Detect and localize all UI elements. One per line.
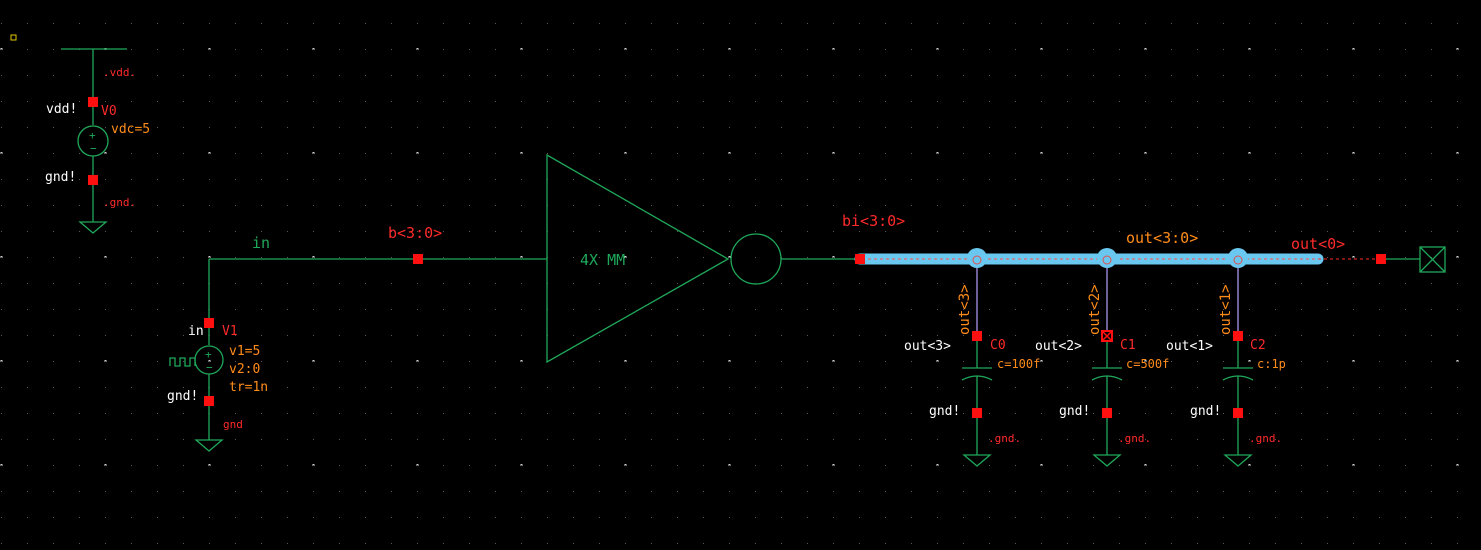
c2-gnd-term: .gnd. [1249,432,1282,445]
origin-marker [10,34,17,41]
minus-icon: − [90,142,97,155]
v1-bottom-net: gnd! [167,389,198,404]
v1-top-pin[interactable] [204,318,214,328]
v0-param: vdc=5 [111,122,150,137]
out0-wire[interactable]: out<0> [1291,235,1420,264]
input-wire[interactable]: in b<3:0> [209,224,547,264]
v1-pulse-source[interactable]: + − in V1 v1=5 v2:0 tr=1n gnd! gnd [167,259,268,452]
output-bus[interactable]: bi<3:0> out<3:0> [842,212,1324,268]
capacitor-c0[interactable]: out<3> out<3> C0 c=100f gnd! .gnd. [904,268,1040,467]
capacitor-c2[interactable]: out<1> out<1> C2 c:1p gnd! .gnd. [1166,268,1286,467]
v1-top-net: in [188,324,204,339]
c2-net-label: out<1> [1166,339,1213,354]
c1-value: c=500f [1126,357,1169,371]
v0-bottom-net: gnd! [45,170,76,185]
c0-gnd-term: .gnd. [988,432,1021,445]
c1-name: C1 [1120,338,1136,353]
grid-dots [0,23,1459,544]
plus-icon: + [205,348,212,361]
c1-top-pin[interactable] [1101,330,1113,342]
inverter-label: 4X MM [580,251,625,269]
minus-icon: − [206,361,213,374]
v0-top-net: vdd! [46,102,77,117]
v1-name: V1 [222,324,238,339]
input-bus-pin[interactable] [413,254,423,264]
v0-top-term: .vdd. [103,66,136,79]
c1-tap-label: out<2> [1087,284,1103,335]
bus-start-pin[interactable] [855,254,865,264]
c1-net-label: out<2> [1035,339,1082,354]
v1-param-1: v1=5 [229,344,260,359]
ground-icon [1092,454,1122,467]
v0-bottom-pin[interactable] [88,175,98,185]
out-bus-label: out<3:0> [1126,229,1198,247]
c2-bottom-pin[interactable] [1233,408,1243,418]
c2-top-pin[interactable] [1233,331,1243,341]
c2-tap-label: out<1> [1218,284,1234,335]
c0-name: C0 [990,338,1006,353]
c0-tap-label: out<3> [957,284,973,335]
c1-gnd-net: gnd! [1059,404,1090,419]
inverter-symbol[interactable]: 4X MM [546,153,858,364]
ground-icon [962,454,992,467]
capacitor-c1[interactable]: out<2> out<2> C1 c=500f gnd! .gnd. [1035,268,1169,467]
c0-value: c=100f [997,357,1040,371]
input-net-label: in [252,234,270,252]
v1-param-3: tr=1n [229,380,268,395]
c2-value: c:1p [1257,357,1286,371]
c0-gnd-net: gnd! [929,404,960,419]
output-terminal-icon[interactable] [1419,246,1446,273]
c1-gnd-term: .gnd. [1118,432,1151,445]
v1-bottom-term: gnd [223,418,243,431]
ground-icon [78,221,108,234]
v0-name: V0 [101,104,117,119]
v0-dc-source[interactable]: + − .vdd. vdd! V0 vdc=5 gnd! .gnd. [45,48,150,234]
out0-label: out<0> [1291,235,1345,253]
c2-gnd-net: gnd! [1190,404,1221,419]
c0-bottom-pin[interactable] [972,408,982,418]
c0-top-pin[interactable] [972,331,982,341]
ground-icon [194,439,224,452]
c0-net-label: out<3> [904,339,951,354]
out0-pin[interactable] [1376,254,1386,264]
v1-bottom-pin[interactable] [204,396,214,406]
bus-tap-0[interactable] [967,248,987,268]
v0-bottom-term: .gnd. [103,196,136,209]
ground-icon [1223,454,1253,467]
pulse-wave-icon [169,357,196,367]
v0-top-pin[interactable] [88,97,98,107]
bus-tap-2[interactable] [1228,248,1248,268]
c1-bottom-pin[interactable] [1102,408,1112,418]
v1-param-2: v2:0 [229,362,260,377]
c2-name: C2 [1250,338,1266,353]
plus-icon: + [89,129,96,142]
input-bus-label: b<3:0> [388,224,442,242]
bus-tap-1[interactable] [1097,248,1117,268]
output-bus-label: bi<3:0> [842,212,905,230]
